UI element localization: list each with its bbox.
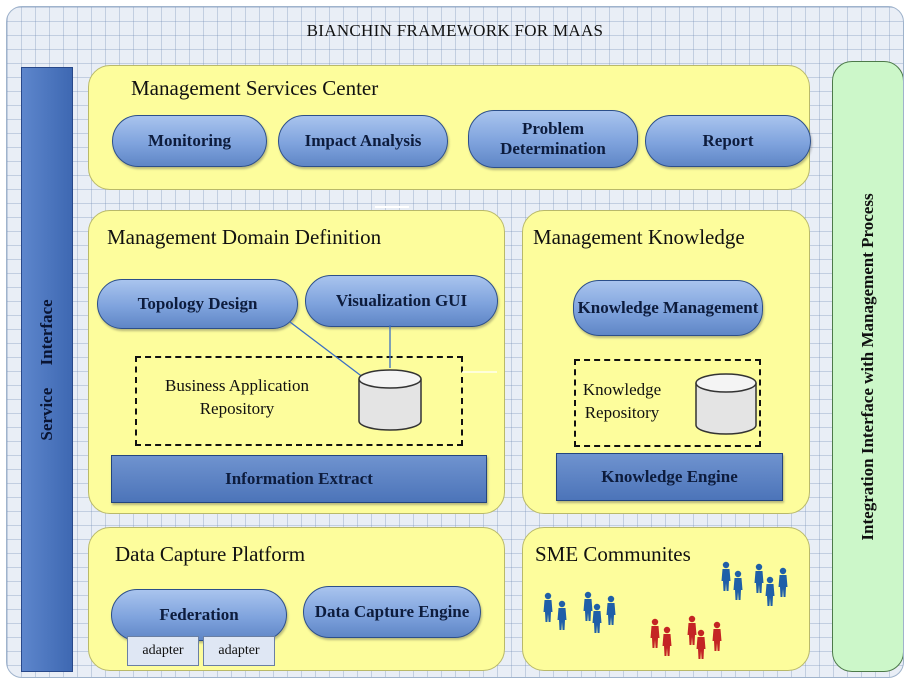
integration-interface-bar: Integration Interface with Management Pr… [832,61,903,672]
panel-title: Management Domain Definition [107,225,382,249]
diagram-title: BIANCHIN FRAMEWORK FOR MAAS [306,21,604,40]
monitoring-button[interactable]: Monitoring [112,115,267,167]
impact-analysis-button[interactable]: Impact Analysis [278,115,448,167]
panel-title: Data Capture Platform [115,542,306,566]
problem-determination-button[interactable]: Problem Determination [468,110,638,168]
knowledge-management-button[interactable]: Knowledge Management [573,280,763,336]
topology-design-button[interactable]: Topology Design [97,279,298,329]
adapter-box: adapter [203,636,275,666]
panel-title: SME Communites [535,542,691,566]
knowledge-repository-box: Knowledge Repository [574,359,761,447]
visualization-gui-button[interactable]: Visualization GUI [305,275,498,327]
red-people-group [650,615,722,659]
database-icon [695,373,757,435]
information-extract-bar: Information Extract [111,455,487,503]
knowledge-repository-label: Knowledge Repository [582,380,662,422]
topology-connector-line [289,321,369,382]
data-capture-platform-panel: Data Capture Platform Federation Data Ca… [88,527,505,671]
data-capture-engine-button[interactable]: Data Capture Engine [303,586,481,638]
service-interface-bar: Service Interface [21,67,73,672]
knowledge-engine-bar: Knowledge Engine [556,453,783,501]
report-button[interactable]: Report [645,115,811,167]
blue-people-group-right [721,561,788,606]
management-services-center-panel: Management Services Center Monitoring Im… [88,65,811,190]
database-icon [358,369,422,431]
panel-title: Management Services Center [131,76,379,100]
federation-button[interactable]: Federation [111,589,287,641]
business-repository-box: Business Application Repository [135,356,463,446]
framework-frame: BIANCHIN FRAMEWORK FOR MAAS Service Inte… [6,6,904,678]
business-repository-label: Business Application Repository [164,376,310,418]
panel-title: Management Knowledge [533,225,745,249]
blue-people-group-left [543,591,616,633]
adapter-box: adapter [127,636,199,666]
sme-communities-panel: SME Communites [522,527,810,671]
diagram-graphics [289,206,788,659]
management-knowledge-panel: Management Knowledge Knowledge Managemen… [522,210,810,514]
management-domain-definition-panel: Management Domain Definition Topology De… [88,210,505,514]
